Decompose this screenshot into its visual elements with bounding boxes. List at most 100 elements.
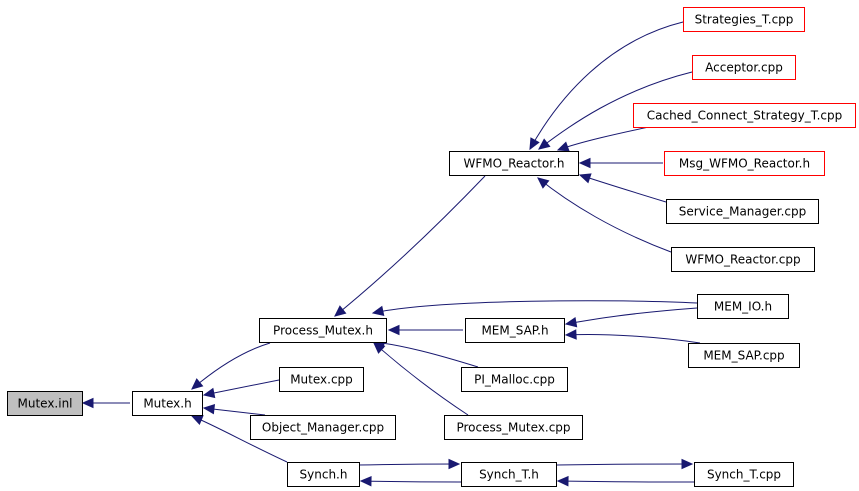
- node-object-manager-cpp[interactable]: Object_Manager.cpp: [250, 415, 396, 440]
- edge-line: [373, 342, 469, 416]
- node-msg-wfmo-reactor-h[interactable]: Msg_WFMO_Reactor.h: [664, 151, 825, 176]
- node-label: Mutex.h: [143, 397, 191, 411]
- node-process-mutex-cpp[interactable]: Process_Mutex.cpp: [444, 415, 583, 440]
- node-box: [279, 367, 364, 392]
- edge-synch_h-to-synch_t_h: [564, 307, 698, 328]
- edge-synch_t_cpp-to-synch_t_h: [556, 475, 695, 487]
- node-label: MEM_SAP.cpp: [703, 349, 784, 363]
- node-box: [664, 151, 825, 176]
- node-process-mutex-h[interactable]: Process_Mutex.h: [259, 318, 387, 343]
- edge-mem_io_h-to-process_mutex_h: [371, 300, 698, 317]
- node-box: [666, 199, 819, 224]
- node-label: Mutex.inl: [17, 397, 72, 411]
- node-box: [132, 391, 203, 416]
- node-cached-connect-cpp[interactable]: Cached_Connect_Strategy_T.cpp: [633, 103, 856, 128]
- edge-synch_t_h-to-synch_h: [564, 329, 701, 344]
- node-label: MEM_IO.h: [714, 300, 772, 314]
- edge-line: [191, 342, 271, 390]
- edge-arrowhead: [556, 475, 569, 487]
- edge-arrowhead: [191, 378, 204, 390]
- edges-layer: [81, 21, 701, 487]
- node-box: [688, 343, 800, 368]
- node-box: [671, 247, 815, 272]
- node-box: [683, 7, 805, 32]
- node-box: [697, 294, 789, 319]
- edge-mem_io_h-to-mem_sap_h: [578, 173, 667, 203]
- node-label: Cached_Connect_Strategy_T.cpp: [647, 109, 843, 123]
- edge-pi_malloc_cpp-to-process_mutex_h: [372, 337, 479, 368]
- edge-service_manager_cpp-to-wfmo_reactor_h: [556, 123, 664, 152]
- edge-mutex_cpp-to-mutex_h: [202, 379, 280, 399]
- edge-line: [373, 341, 479, 368]
- edge-line: [565, 307, 698, 325]
- edge-cached_connect_cpp-to-wfmo_reactor_h: [529, 21, 684, 151]
- node-label: Strategies_T.cpp: [695, 13, 794, 27]
- node-service-manager-cpp[interactable]: Service_Manager.cpp: [666, 199, 819, 224]
- node-box: [250, 415, 396, 440]
- edge-msg_wfmo_reactor_h-to-wfmo_reactor_h: [538, 71, 693, 150]
- node-wfmo-reactor-h[interactable]: WFMO_Reactor.h: [449, 151, 579, 176]
- edge-object_manager_cpp-to-mutex_h: [202, 403, 266, 416]
- node-label: Object_Manager.cpp: [262, 421, 384, 435]
- edge-process_mutex_cpp-to-process_mutex_h: [373, 342, 469, 416]
- edge-line: [203, 379, 280, 396]
- edge-line: [334, 175, 486, 317]
- node-synch-t-h[interactable]: Synch_T.h: [461, 462, 557, 487]
- edge-arrowhead: [373, 342, 386, 354]
- node-mem-sap-cpp[interactable]: MEM_SAP.cpp: [688, 343, 800, 368]
- node-box: [444, 415, 583, 440]
- node-label: WFMO_Reactor.cpp: [685, 253, 800, 267]
- edge-arrowhead: [681, 458, 694, 470]
- node-mutex-cpp[interactable]: Mutex.cpp: [279, 367, 364, 392]
- edge-arrowhead: [564, 329, 577, 340]
- edge-line: [357, 463, 460, 466]
- edge-line: [538, 71, 693, 150]
- nodes-layer: Mutex.inl Mutex.h Process_Mutex.hMutex.cpp…: [7, 7, 856, 487]
- node-label: Process_Mutex.cpp: [456, 421, 570, 435]
- edge-arrowhead: [81, 397, 94, 409]
- node-synch-t-cpp[interactable]: Synch_T.cpp: [694, 462, 794, 487]
- edge-line: [529, 21, 684, 150]
- edge-line: [579, 174, 667, 203]
- node-box: [259, 318, 387, 343]
- node-label: Service_Manager.cpp: [679, 205, 807, 219]
- edge-arrowhead: [529, 137, 540, 151]
- node-mem-io-h[interactable]: MEM_IO.h: [697, 294, 789, 319]
- node-label: MEM_SAP.h: [481, 324, 548, 338]
- edge-arrowhead: [334, 305, 347, 317]
- edge-line: [360, 480, 462, 483]
- node-box: [461, 367, 568, 392]
- edge-line: [556, 463, 693, 466]
- node-label: Process_Mutex.h: [273, 324, 373, 338]
- node-strategies-t-cpp[interactable]: Strategies_T.cpp: [683, 7, 805, 32]
- node-mutex-h[interactable]: Mutex.h: [132, 391, 203, 416]
- edge-wfmo_reactor_cpp-to-wfmo_reactor_h: [578, 157, 663, 169]
- edge-arrowhead: [202, 403, 216, 415]
- node-box: [461, 462, 557, 487]
- edge-line: [557, 480, 695, 483]
- node-box: [287, 462, 360, 487]
- node-pi-malloc-cpp[interactable]: PI_Malloc.cpp: [461, 367, 568, 392]
- node-wfmo-reactor-cpp[interactable]: WFMO_Reactor.cpp: [671, 247, 815, 272]
- node-box: [7, 391, 83, 416]
- edge-mem_sap_cpp-to-mem_sap_h: [537, 177, 672, 253]
- edge-arrowhead: [538, 138, 551, 150]
- node-acceptor-cpp[interactable]: Acceptor.cpp: [692, 55, 796, 80]
- node-box: [465, 318, 565, 343]
- node-mutex-inl: Mutex.inl: [7, 391, 83, 416]
- node-label: Synch_T.cpp: [707, 468, 781, 482]
- node-label: Synch.h: [300, 468, 348, 482]
- node-box: [633, 103, 856, 128]
- edge-mem_sap_h-to-process_mutex_h: [387, 324, 463, 336]
- edge-line: [537, 177, 672, 253]
- edge-mutex_h-to-mutex_inl: [81, 397, 130, 409]
- node-box: [694, 462, 794, 487]
- node-label: WFMO_Reactor.h: [464, 157, 565, 171]
- edge-arrowhead: [190, 415, 204, 425]
- node-mem-sap-h[interactable]: MEM_SAP.h: [465, 318, 565, 343]
- edge-line: [372, 300, 698, 314]
- node-box: [449, 151, 579, 176]
- node-synch-h[interactable]: Synch.h: [287, 462, 360, 487]
- edge-arrowhead: [564, 317, 578, 328]
